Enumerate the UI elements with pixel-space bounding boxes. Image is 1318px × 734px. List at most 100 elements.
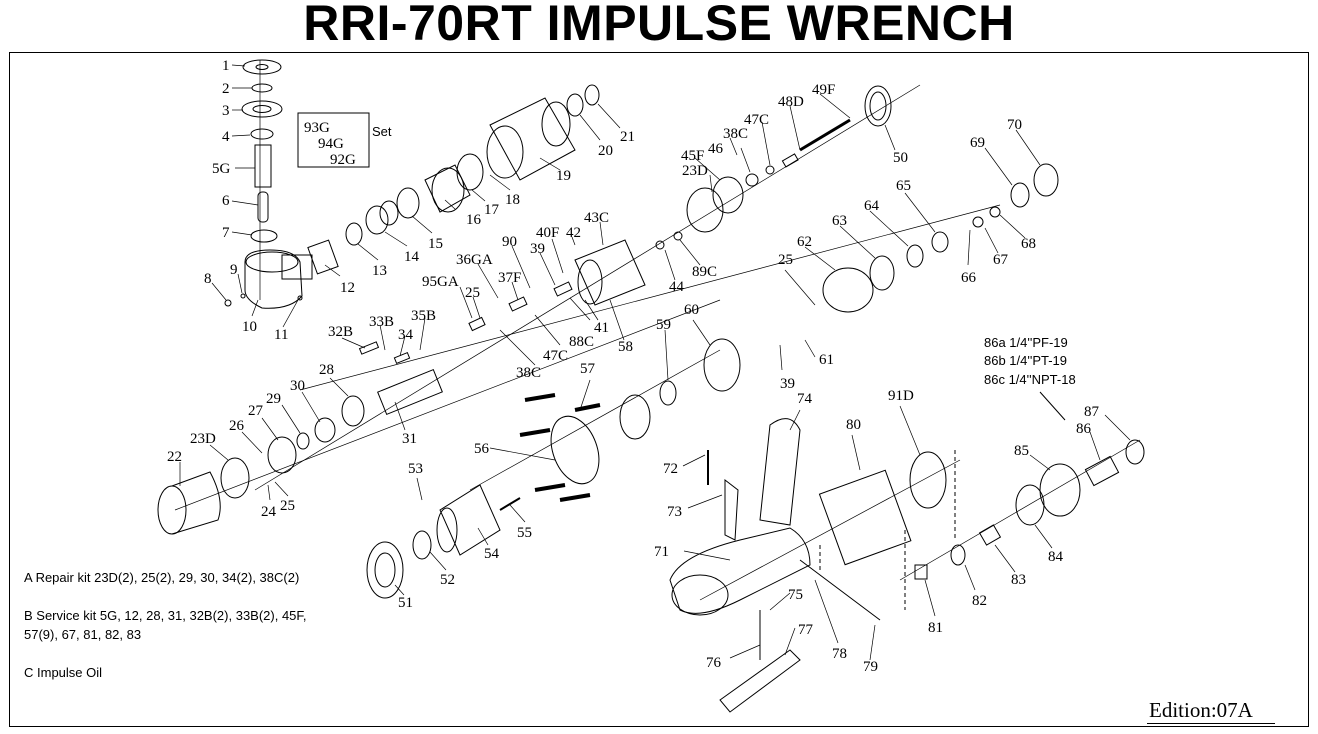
part-label: 59 xyxy=(656,317,671,333)
part-label: 67 xyxy=(993,252,1009,268)
note-service-kit-line2: 57(9), 67, 81, 82, 83 xyxy=(24,627,142,642)
part-label: 83 xyxy=(1011,572,1026,588)
part-label: 63 xyxy=(832,213,847,229)
part-label: 25 xyxy=(280,498,295,514)
part-label: 58 xyxy=(618,339,633,355)
part-label: 60 xyxy=(684,302,699,318)
part-label: 65 xyxy=(896,178,911,194)
part-label: 30 xyxy=(290,378,305,394)
part-19-shape xyxy=(489,97,576,181)
part-label: 45F xyxy=(681,148,704,164)
part-82-shape xyxy=(950,544,966,566)
part-31-shape xyxy=(377,368,443,416)
part-63-shape xyxy=(869,255,895,291)
part-label: 15 xyxy=(428,236,443,252)
part-label: 16 xyxy=(466,212,482,228)
note-impulse-oil: C Impulse Oil xyxy=(24,665,103,680)
diagram-frame xyxy=(9,52,1309,727)
part-50-shape xyxy=(864,85,892,127)
part-60-shape xyxy=(703,338,741,392)
part-label: 57 xyxy=(580,361,596,377)
part-91d-shape xyxy=(909,451,947,509)
set-part-92g: 92G xyxy=(330,152,356,168)
part-label: 17 xyxy=(484,202,500,218)
part-label: 14 xyxy=(404,249,420,265)
inlet-option-86c: 86c 1/4''NPT-18 xyxy=(984,372,1076,387)
part-label: 89C xyxy=(692,264,717,280)
part-58-shape xyxy=(574,239,646,306)
part-56-rotor-shape xyxy=(550,415,600,485)
part-65-shape xyxy=(931,231,949,253)
part-label: 90 xyxy=(502,234,517,250)
part-label: 74 xyxy=(797,391,813,407)
part-label: 73 xyxy=(667,504,682,520)
part-label: 68 xyxy=(1021,236,1036,252)
part-label: 49F xyxy=(812,82,835,98)
part-83-shape xyxy=(978,524,1002,546)
part-label: 1 xyxy=(222,58,230,74)
part-label: 95GA xyxy=(422,274,459,290)
part-label: 33B xyxy=(369,314,394,330)
part-label: 47C xyxy=(744,112,769,128)
part-label: 50 xyxy=(893,150,908,166)
part-64-shape xyxy=(906,244,924,268)
part-15-shape xyxy=(396,187,420,219)
part-label: 24 xyxy=(261,504,277,520)
part-45f-shape xyxy=(712,176,744,214)
part-85-shape xyxy=(1039,463,1081,517)
part-71-handle-shape xyxy=(669,527,811,614)
part-label: 37F xyxy=(498,270,521,286)
note-service-kit-line1: B Service kit 5G, 12, 28, 31, 32B(2), 33… xyxy=(24,608,307,623)
part-16-shape xyxy=(424,164,471,213)
part-label: 82 xyxy=(972,593,987,609)
part-label: 34 xyxy=(398,327,414,343)
part-label: 26 xyxy=(229,418,245,434)
part-label: 8 xyxy=(204,271,212,287)
part-label: 23D xyxy=(682,163,708,179)
part-label: 36GA xyxy=(456,252,493,268)
part-77-shape xyxy=(719,649,801,713)
part-label: 4 xyxy=(222,129,230,145)
part-label: 25 xyxy=(778,252,793,268)
part-51-shape xyxy=(366,541,404,599)
part-label: 31 xyxy=(402,431,417,447)
part-label: 79 xyxy=(863,659,878,675)
inlet-option-86a: 86a 1/4''PF-19 xyxy=(984,335,1068,350)
part-23d-lower-shape xyxy=(220,457,250,499)
part-5g-shape xyxy=(254,144,272,188)
part-21-shape xyxy=(584,84,600,106)
part-label: 66 xyxy=(961,270,977,286)
part-13-shape xyxy=(345,222,363,246)
part-label: 25 xyxy=(465,285,480,301)
part-6-shape xyxy=(257,191,269,223)
part-label: 20 xyxy=(598,143,613,159)
part-label: 12 xyxy=(340,280,355,296)
part-86-shape xyxy=(1084,455,1120,487)
part-label: 77 xyxy=(798,622,814,638)
part-label: 52 xyxy=(440,572,455,588)
part-23d-shape xyxy=(686,187,724,233)
part-label: 72 xyxy=(663,461,678,477)
part-label: 38C xyxy=(516,365,541,381)
part-label: 78 xyxy=(832,646,847,662)
part-label: 27 xyxy=(248,403,264,419)
part-1-shape xyxy=(242,59,282,75)
part-69-shape xyxy=(1010,182,1030,208)
part-label: 42 xyxy=(566,225,581,241)
part-label: 54 xyxy=(484,546,500,562)
part-label: 75 xyxy=(788,587,803,603)
part-label: 76 xyxy=(706,655,722,671)
part-20-shape xyxy=(566,93,584,117)
set-part-93g: 93G xyxy=(304,120,330,136)
part-label: 41 xyxy=(594,320,609,336)
set-label: Set xyxy=(372,124,392,139)
part-label: 18 xyxy=(505,192,520,208)
part-label: 84 xyxy=(1048,549,1064,565)
part-label: 9 xyxy=(230,262,238,278)
part-label: 3 xyxy=(222,103,230,119)
part-label: 32B xyxy=(328,324,353,340)
part-label: 88C xyxy=(569,334,594,350)
part-label: 91D xyxy=(888,388,914,404)
part-80-shape xyxy=(818,469,912,566)
part-label: 38C xyxy=(723,126,748,142)
